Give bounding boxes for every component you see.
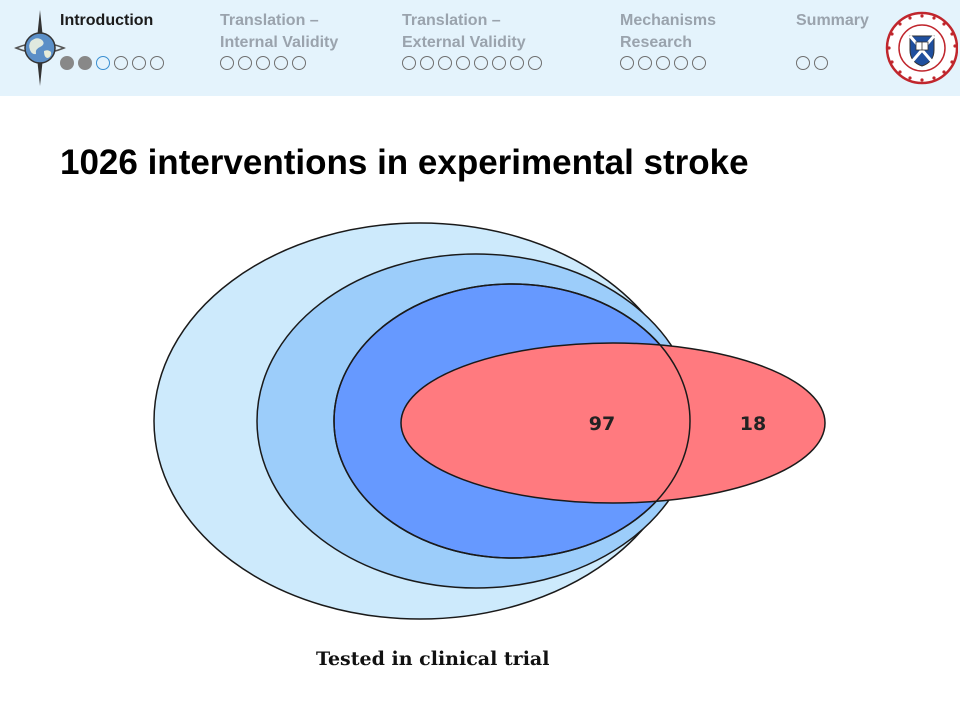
navigation-bar: Introduction Translation – Internal Vali…	[0, 0, 960, 96]
nav-progress-dot[interactable]	[150, 56, 164, 70]
nav-progress-dot[interactable]	[220, 56, 234, 70]
nav-progress-dot[interactable]	[114, 56, 128, 70]
nav-label: Summary	[796, 12, 869, 29]
nav-section-external-validity[interactable]: Translation – External Validity	[402, 10, 526, 54]
nav-progress-dot[interactable]	[456, 56, 470, 70]
nav-progress-dot[interactable]	[692, 56, 706, 70]
nav-progress-dot[interactable]	[796, 56, 810, 70]
nav-progress-dot[interactable]	[238, 56, 252, 70]
nav-section-introduction[interactable]: Introduction	[60, 10, 153, 32]
venn-trial-ellipse	[400, 342, 826, 504]
nav-progress-dot[interactable]	[274, 56, 288, 70]
venn-inner-outline	[333, 283, 691, 559]
nav-progress-dot[interactable]	[78, 56, 92, 70]
nav-progress-dot[interactable]	[510, 56, 524, 70]
nav-dots-mechanisms-research	[620, 56, 706, 70]
nav-progress-dot[interactable]	[420, 56, 434, 70]
venn-outside-count: 18	[740, 413, 766, 435]
nav-progress-dot[interactable]	[438, 56, 452, 70]
nav-progress-dot[interactable]	[402, 56, 416, 70]
nav-progress-dot[interactable]	[814, 56, 828, 70]
nav-progress-dot[interactable]	[674, 56, 688, 70]
nav-label: Mechanisms Research	[620, 12, 717, 51]
globe-compass-icon	[14, 10, 66, 86]
nav-label: Introduction	[60, 12, 154, 29]
nav-progress-dot[interactable]	[638, 56, 652, 70]
nav-dots-external-validity	[402, 56, 542, 70]
nav-progress-dot[interactable]	[528, 56, 542, 70]
venn-overlap-count: 97	[589, 413, 615, 435]
nav-progress-dot[interactable]	[492, 56, 506, 70]
nav-dots-introduction	[60, 56, 164, 70]
nav-progress-dot[interactable]	[620, 56, 634, 70]
nav-label: Translation – Internal Validity	[220, 12, 339, 51]
nav-section-internal-validity[interactable]: Translation – Internal Validity	[220, 10, 338, 54]
nav-progress-dot[interactable]	[292, 56, 306, 70]
nav-label: Translation – External Validity	[402, 12, 526, 51]
university-of-edinburgh-crest-icon	[885, 11, 958, 85]
venn-caption: Tested in clinical trial	[316, 648, 550, 670]
nav-progress-dot[interactable]	[256, 56, 270, 70]
nav-progress-dot[interactable]	[60, 56, 74, 70]
slide-title: 1026 interventions in experimental strok…	[60, 143, 749, 182]
nav-dots-summary	[796, 56, 828, 70]
nav-section-mechanisms-research[interactable]: Mechanisms Research	[620, 10, 716, 54]
nav-progress-dot[interactable]	[96, 56, 110, 70]
nav-progress-dot[interactable]	[656, 56, 670, 70]
nav-progress-dot[interactable]	[474, 56, 488, 70]
nav-section-summary[interactable]: Summary	[796, 10, 869, 32]
nav-dots-internal-validity	[220, 56, 306, 70]
nav-progress-dot[interactable]	[132, 56, 146, 70]
